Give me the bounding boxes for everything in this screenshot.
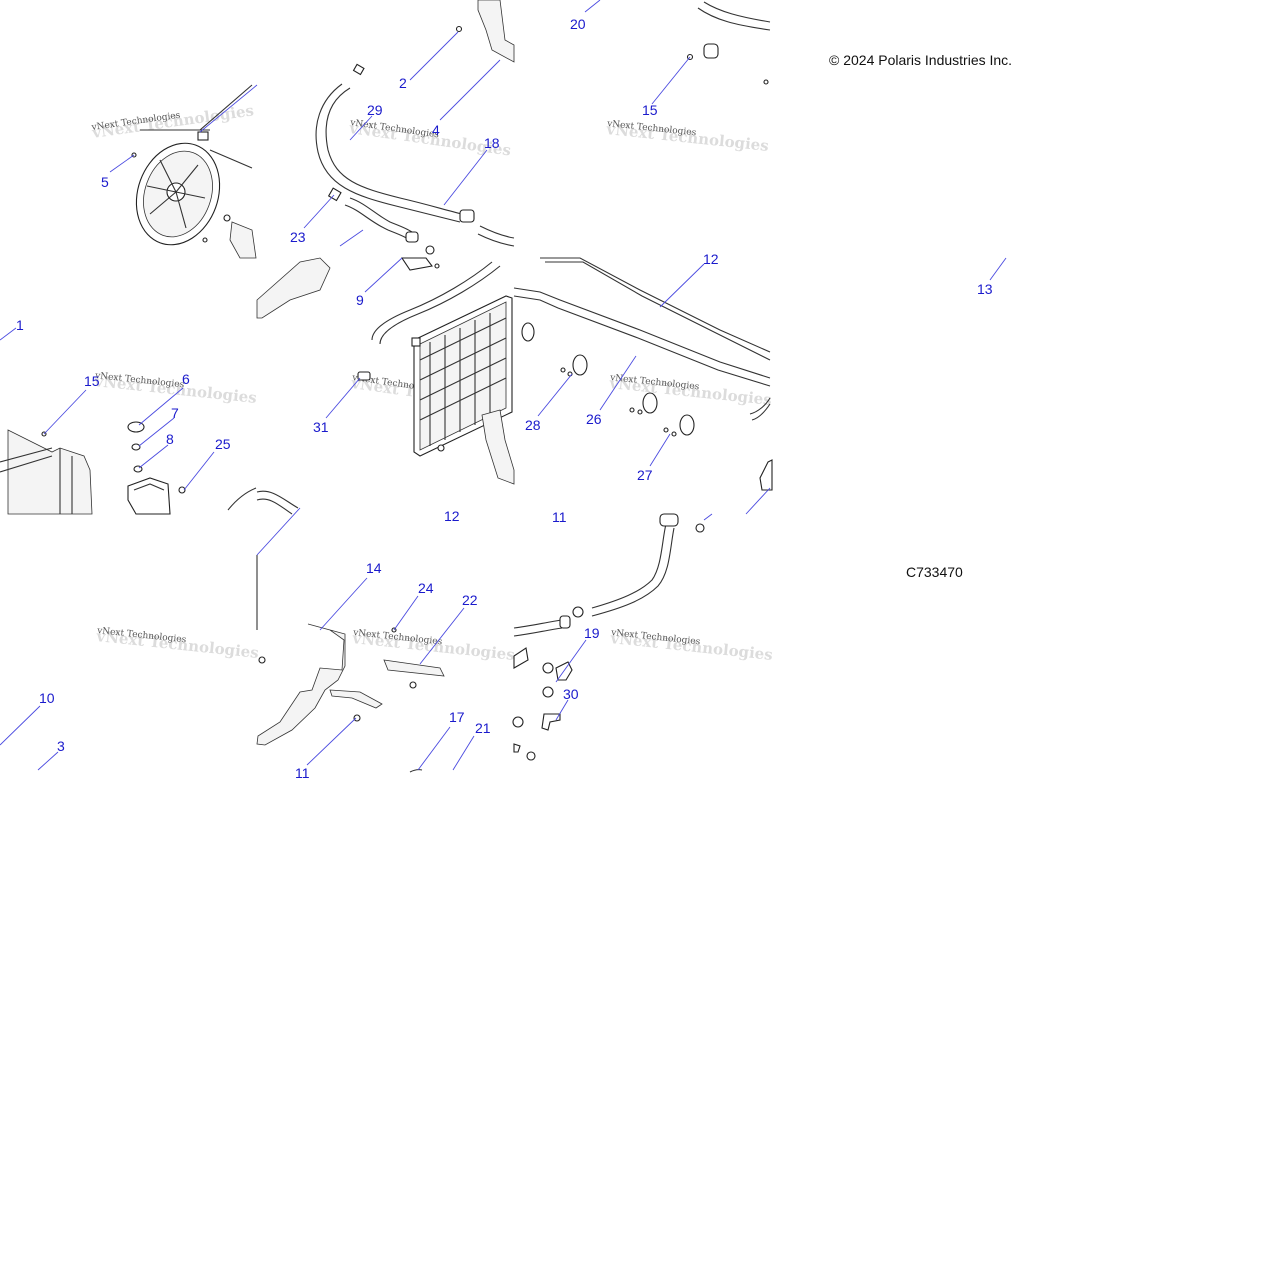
cooling-fan-drawing — [131, 84, 257, 259]
callout-29: 29 — [367, 102, 383, 118]
hose-12-drawing — [513, 257, 771, 421]
callout-10: 10 — [39, 690, 55, 706]
callout-9: 9 — [356, 292, 364, 308]
callout-14: 14 — [366, 560, 382, 576]
callout-7: 7 — [171, 405, 179, 421]
hose-23-drawing — [327, 187, 419, 243]
callout-3: 3 — [57, 738, 65, 754]
callout-13: 13 — [977, 281, 993, 297]
callout-18: 18 — [484, 135, 500, 151]
callout-2: 2 — [399, 75, 407, 91]
callout-labels: 1 2 3 4 5 6 7 8 9 10 11 11 12 12 13 14 1… — [16, 16, 993, 781]
callout-12-lower: 12 — [444, 508, 460, 524]
callout-30: 30 — [563, 686, 579, 702]
lower-hose-assembly-drawing — [512, 459, 773, 761]
callout-31: 31 — [313, 419, 329, 435]
callout-17: 17 — [449, 709, 465, 725]
coolant-reservoir-drawing — [127, 421, 257, 515]
clamps-26-27-28-drawing — [521, 322, 695, 437]
watermark-tile-6: vNext Technologies vNext Technologies — [608, 373, 773, 409]
callout-11-lower: 11 — [295, 765, 310, 781]
callout-22: 22 — [462, 592, 478, 608]
callout-11-top: 11 — [552, 509, 567, 525]
radiator-drawing — [357, 261, 515, 485]
callout-19: 19 — [584, 625, 600, 641]
callout-25: 25 — [215, 436, 231, 452]
watermark-tile-9: vNext Technologies vNext Technologies — [609, 628, 774, 664]
parts-artwork — [0, 0, 773, 773]
callout-20: 20 — [570, 16, 586, 32]
callout-8: 8 — [166, 431, 174, 447]
callout-15-top: 15 — [642, 102, 658, 118]
callout-27: 27 — [637, 467, 653, 483]
callout-12-right: 12 — [703, 251, 719, 267]
callout-28: 28 — [525, 417, 541, 433]
callout-23: 23 — [290, 229, 306, 245]
callout-5: 5 — [101, 174, 109, 190]
diagram-code: C733470 — [906, 564, 963, 580]
bracket-9-drawing — [256, 245, 440, 319]
callout-15-left: 15 — [84, 373, 100, 389]
callout-1: 1 — [16, 317, 24, 333]
watermark-tile-4: vNext Technologies vNext Technologies — [93, 371, 258, 407]
watermark-tile-8: vNext Technologies vNext Technologies — [351, 628, 516, 664]
callout-24: 24 — [418, 580, 434, 596]
watermark-tile-3: vNext Technologies vNext Technologies — [605, 119, 770, 155]
leader-lines — [0, 0, 1007, 771]
radiator-frame-left-drawing — [0, 429, 93, 515]
callout-26: 26 — [586, 411, 602, 427]
callout-21: 21 — [475, 720, 491, 736]
lower-bracket-drawing — [256, 490, 445, 773]
watermark-tile-7: vNext Technologies vNext Technologies — [95, 626, 260, 662]
callout-6: 6 — [182, 371, 190, 387]
hose-20-drawing — [686, 1, 771, 85]
fan-shroud-drawing — [352, 0, 515, 76]
callout-4: 4 — [432, 122, 440, 138]
copyright-notice: © 2024 Polaris Industries Inc. — [829, 52, 1012, 68]
hose-18-drawing — [315, 83, 515, 247]
